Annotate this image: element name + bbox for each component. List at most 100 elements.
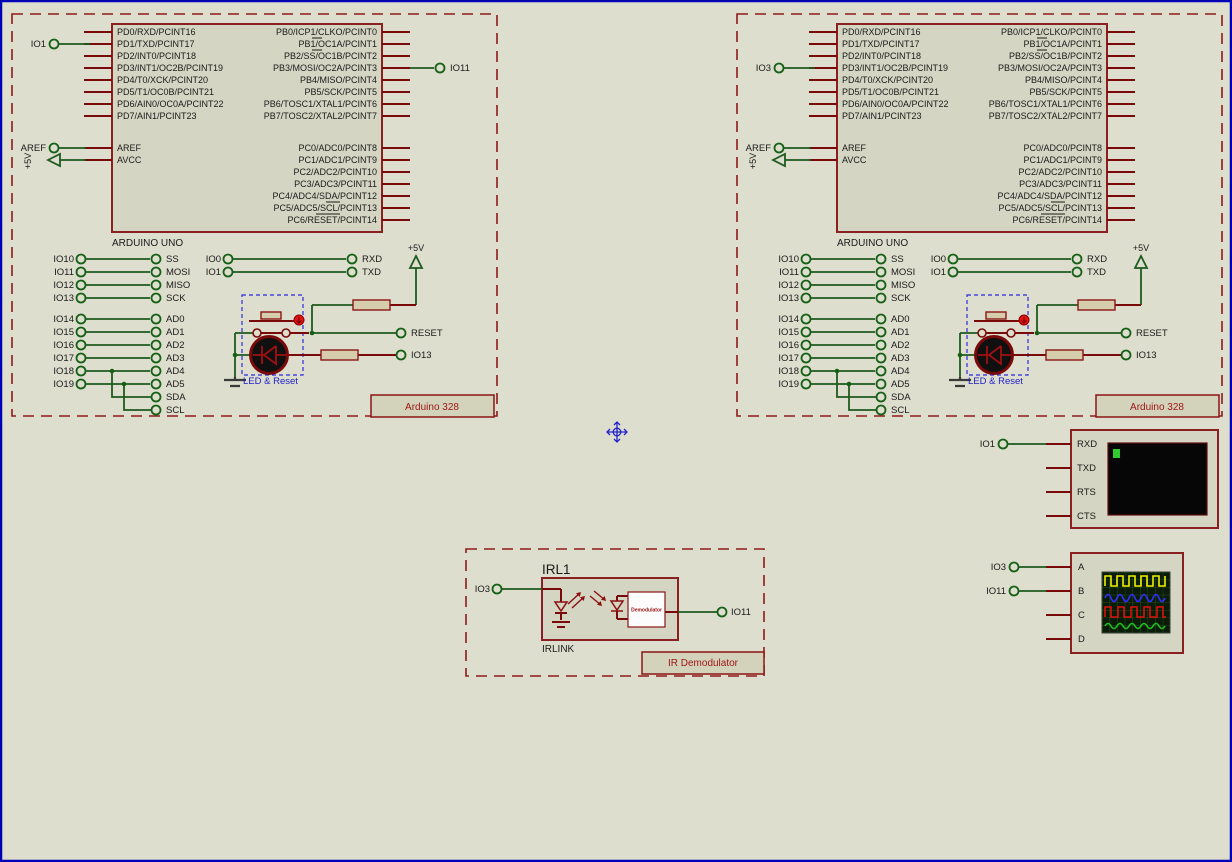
- terminal-label: IO13: [778, 293, 799, 304]
- io-terminal[interactable]: [48, 38, 60, 50]
- resistor[interactable]: [1045, 349, 1084, 361]
- resistor[interactable]: [320, 349, 359, 361]
- ir-beam-arrows: [567, 590, 606, 609]
- terminal-label: AD1: [891, 327, 909, 338]
- power-label: +5V: [1133, 243, 1149, 253]
- terminal-label: AD1: [166, 327, 184, 338]
- io-terminal[interactable]: [48, 142, 60, 154]
- push-button[interactable]: [985, 311, 1007, 320]
- pin-label: PB1/OC1A/PCINT1: [1023, 39, 1102, 49]
- terminal-label: SDA: [891, 392, 911, 403]
- led[interactable]: [974, 335, 1014, 375]
- diode-glyph: [978, 345, 1011, 366]
- terminal-label: SCK: [891, 293, 911, 304]
- wires: [86, 258, 346, 411]
- terminal-cursor: [1113, 449, 1120, 458]
- ground-symbol[interactable]: [224, 377, 246, 388]
- pin-label: PD4/T0/XCK/PCINT20: [117, 75, 208, 85]
- ground-symbol[interactable]: [949, 377, 971, 388]
- push-button[interactable]: [260, 311, 282, 320]
- pin-label: PD7/AIN1/PCINT23: [117, 111, 197, 121]
- pin-label: PC3/ADC3/PCINT11: [294, 179, 377, 189]
- terminal-label: MISO: [166, 280, 190, 291]
- pin-label: PD0/RXD/PCINT16: [842, 27, 921, 37]
- power-arrow[interactable]: [770, 152, 811, 168]
- terminal-label: RXD: [362, 254, 382, 265]
- terminal-label: IO3: [475, 584, 490, 595]
- pin-label: PD7/AIN1/PCINT23: [842, 111, 922, 121]
- io-terminal[interactable]: [773, 142, 785, 154]
- io-terminals[interactable]: [800, 253, 1083, 416]
- pin-label: PC4/ADC4/SDA/PCINT12: [272, 191, 377, 201]
- pin-label: PD3/INT1/OC2B/PCINT19: [842, 63, 948, 73]
- module-boundary: [465, 548, 765, 677]
- component-name: IRLINK: [542, 644, 575, 655]
- wires: [249, 304, 416, 356]
- button-terminal[interactable]: [281, 328, 291, 338]
- io-terminal[interactable]: [997, 438, 1009, 450]
- trace-channel-b: [1104, 593, 1166, 603]
- demodulator-box: [627, 591, 666, 628]
- power-label: +5V: [408, 243, 424, 253]
- io-terminal[interactable]: [491, 583, 503, 595]
- diode-glyphs: [553, 600, 625, 613]
- terminal-label: IO15: [53, 327, 74, 338]
- pin-label: PD6/AIN0/OC0A/PCINT22: [842, 99, 949, 109]
- annotation-label: LED & Reset: [968, 376, 1023, 387]
- io-terminal[interactable]: [1008, 561, 1020, 573]
- io-terminal[interactable]: [434, 62, 446, 74]
- io-terminal[interactable]: [1120, 349, 1132, 361]
- wire: [1019, 566, 1046, 592]
- pin-label: PC5/ADC5/SCL/PCINT13: [998, 203, 1102, 213]
- power-label: +5V: [748, 153, 758, 169]
- pin-label: PD4/T0/XCK/PCINT20: [842, 75, 933, 85]
- terminal-label: IO3: [756, 63, 771, 74]
- trace-channel-a: [1104, 575, 1166, 587]
- terminal-label: IO11: [731, 607, 751, 618]
- pin-label: PC2/ADC2/PCINT10: [293, 167, 377, 177]
- terminal-label: RESET: [1136, 328, 1168, 339]
- arrow-glyph: [1021, 317, 1027, 324]
- terminal-label: IO17: [778, 353, 799, 364]
- pin-overlines: [312, 37, 340, 215]
- module-boundary: [736, 13, 1223, 417]
- mcu-chip[interactable]: [111, 23, 383, 233]
- mcu-chip[interactable]: [836, 23, 1108, 233]
- button-terminal[interactable]: [977, 328, 987, 338]
- led[interactable]: [249, 335, 289, 375]
- trace-channel-d: [1104, 622, 1166, 630]
- pin-label: PB7/TOSC2/XTAL2/PCINT7: [264, 111, 377, 121]
- button-terminal[interactable]: [1006, 328, 1016, 338]
- wires: [974, 304, 1141, 356]
- resistor[interactable]: [1077, 299, 1116, 311]
- terminal-label: IO18: [53, 366, 74, 377]
- io-terminal[interactable]: [1120, 327, 1132, 339]
- terminal-label: IO1: [980, 439, 995, 450]
- terminal-label: AD0: [891, 314, 909, 325]
- pin-label: PB3/MOSI/OC2A/PCINT3: [998, 63, 1102, 73]
- pin-label: PD2/INT0/PCINT18: [842, 51, 921, 61]
- io-terminal[interactable]: [716, 606, 728, 618]
- ir-module: IRL1 Demodulator IO3 IO11 IRLINK IR Demo…: [465, 548, 765, 677]
- pin-stubs: [1046, 443, 1071, 517]
- pin-label: PB5/SCK/PCINT5: [1029, 87, 1102, 97]
- terminal-label: IO10: [778, 254, 799, 265]
- power-arrow[interactable]: [45, 152, 86, 168]
- io-terminal[interactable]: [1008, 585, 1020, 597]
- io-terminals[interactable]: [75, 253, 358, 416]
- pin-label: PC1/ADC1/PCINT9: [1023, 155, 1102, 165]
- resistor[interactable]: [352, 299, 391, 311]
- io-terminal[interactable]: [395, 327, 407, 339]
- arrowheads: [576, 592, 606, 606]
- terminal-label: AD5: [891, 379, 909, 390]
- terminal-label: AD2: [891, 340, 909, 351]
- terminal-label: RESET: [411, 328, 443, 339]
- terminal-label: IO0: [931, 254, 946, 265]
- button-terminal[interactable]: [252, 328, 262, 338]
- io-terminal[interactable]: [395, 349, 407, 361]
- terminal-label: IO11: [986, 586, 1006, 597]
- selection-box: [241, 294, 304, 376]
- terminal-label: AD2: [166, 340, 184, 351]
- io-terminal[interactable]: [773, 62, 785, 74]
